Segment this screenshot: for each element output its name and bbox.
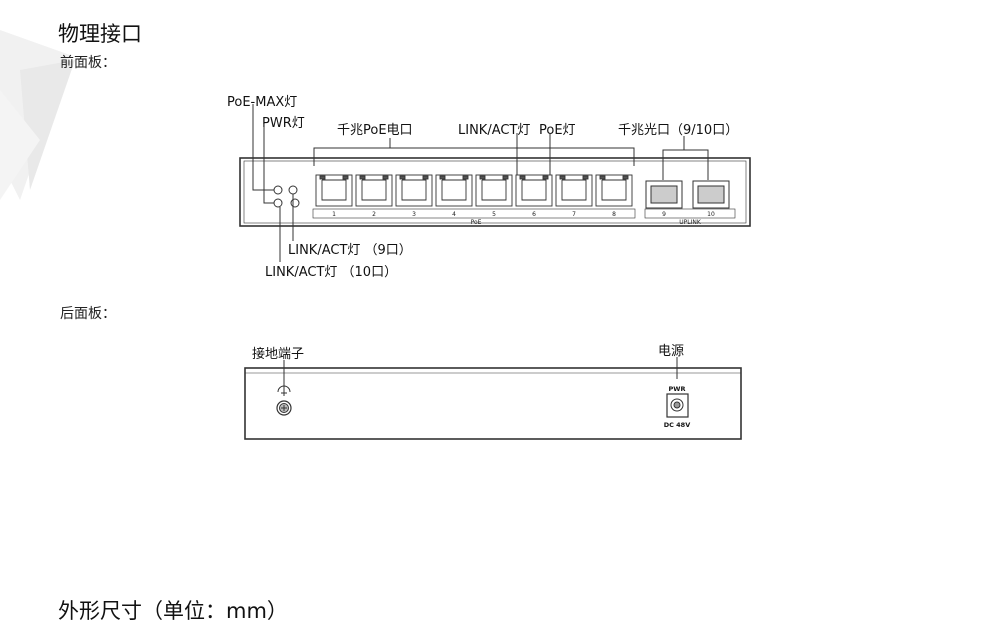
ground-symbol-icon <box>277 385 291 394</box>
callout-poe-max-led: PoE-MAX灯 <box>227 95 298 110</box>
section-heading-dimensions: 外形尺寸（单位：mm） <box>58 599 288 623</box>
port-number-7: 7 <box>572 211 576 218</box>
poe-port-strip <box>312 208 636 219</box>
port-number-1: 1 <box>332 211 336 218</box>
port-number-5: 5 <box>492 211 496 218</box>
port-number-4: 4 <box>452 211 456 218</box>
front-panel-label: 前面板： <box>60 55 116 71</box>
rj45-port-7 <box>555 174 593 207</box>
leader-pwr <box>263 124 274 204</box>
dc-voltage-label: DC 48V <box>664 421 691 429</box>
port-number-6: 6 <box>532 211 536 218</box>
bracket-sfp-ports <box>662 149 709 180</box>
sfp-number-9: 9 <box>662 211 666 218</box>
callout-gigabit-poe-ports: 千兆PoE电口 <box>337 123 413 138</box>
port-number-2: 2 <box>372 211 376 218</box>
rj45-port-5 <box>475 174 513 207</box>
rj45-port-4 <box>435 174 473 207</box>
callout-poe-led: PoE灯 <box>539 123 576 138</box>
front-chassis-inner <box>243 160 747 224</box>
dc-power-jack-icon <box>666 393 689 418</box>
rj45-port-2 <box>355 174 393 207</box>
callout-link-act-led-port9: LINK/ACT灯 （9口） <box>288 243 412 258</box>
callout-link-act-led: LINK/ACT灯 <box>458 123 531 138</box>
rj45-port-8 <box>595 174 633 207</box>
callout-gigabit-fiber-ports: 千兆光口（9/10口） <box>618 123 739 138</box>
poe-group-label: PoE <box>471 219 482 226</box>
callout-ground-terminal: 接地端子 <box>252 347 305 362</box>
front-chassis <box>239 157 751 227</box>
link-act-led-10 <box>290 198 300 208</box>
callout-pwr-led: PWR灯 <box>262 116 305 131</box>
rear-panel-label: 后面板： <box>60 306 116 322</box>
rj45-port-3 <box>395 174 433 207</box>
uplink-group-label: UPLINK <box>679 219 702 226</box>
rear-chassis <box>244 367 742 440</box>
section-heading-physical-interface: 物理接口 <box>58 22 142 46</box>
pwr-label: PWR <box>669 385 686 393</box>
sfp-port-9 <box>645 180 683 209</box>
sfp-number-10: 10 <box>707 211 715 218</box>
sfp-port-10 <box>692 180 730 209</box>
port-number-8: 8 <box>612 211 616 218</box>
rj45-port-6 <box>515 174 553 207</box>
callout-power: 电源 <box>658 344 685 359</box>
bracket-poe-ports <box>313 147 635 166</box>
port-number-3: 3 <box>412 211 416 218</box>
callout-link-act-led-port10: LINK/ACT灯 （10口） <box>265 265 398 280</box>
rj45-port-1 <box>315 174 353 207</box>
leader-poe-max <box>252 104 274 191</box>
ground-screw-icon <box>276 400 292 416</box>
uplink-strip <box>644 208 736 219</box>
